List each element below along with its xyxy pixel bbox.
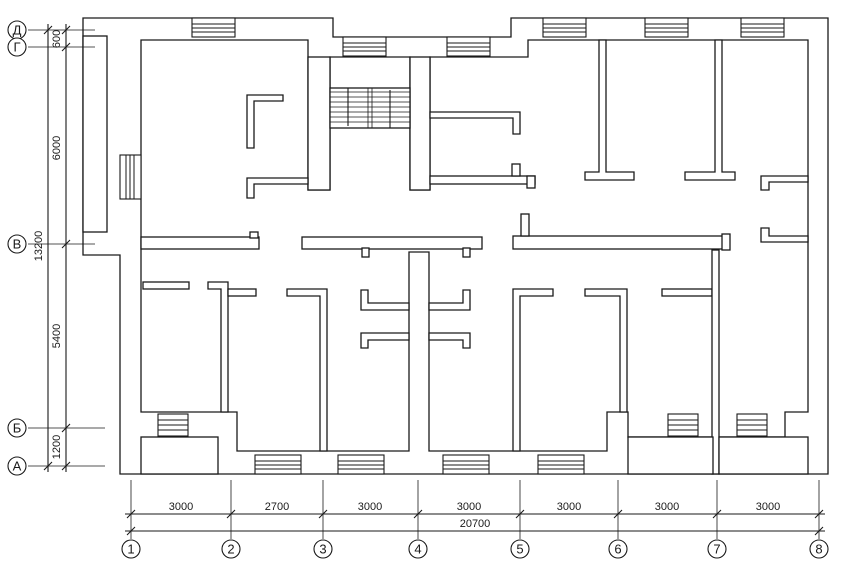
window — [119, 154, 142, 200]
axis-bubble — [7, 418, 27, 438]
dim-bottom-6: 3000 — [655, 501, 679, 513]
axis-bubble — [510, 539, 530, 559]
window — [740, 17, 785, 38]
lower-block-right-2 — [718, 436, 809, 475]
axis-label-8: 8 — [815, 542, 822, 557]
upper-partition-f — [526, 175, 536, 189]
window — [337, 454, 385, 475]
dim-bottom-total: 20700 — [460, 518, 491, 530]
axis-label-6: 6 — [614, 542, 621, 557]
dim-bottom-5: 3000 — [557, 501, 581, 513]
upper-partition-e — [511, 163, 521, 177]
window — [446, 36, 491, 57]
window — [542, 17, 587, 38]
corridor-nub-1 — [249, 231, 259, 239]
axis-bubble — [408, 539, 428, 559]
axis-bubble — [707, 539, 727, 559]
axis-label-G: Г — [13, 40, 20, 55]
upper-partition-d — [429, 175, 536, 185]
dim-bottom-7: 3000 — [756, 501, 780, 513]
upper-partition-a — [246, 94, 284, 149]
dim-bottom-4: 3000 — [457, 501, 481, 513]
upper-partition-j — [760, 227, 809, 243]
upper-partition-c — [429, 111, 521, 135]
corridor-wall-3 — [512, 235, 726, 250]
axis-label-7: 7 — [713, 542, 720, 557]
axis-lines-left — [28, 29, 105, 467]
lower-partition-4 — [286, 288, 328, 452]
axis-bubble — [221, 539, 241, 559]
upper-partition-h — [684, 39, 736, 181]
window — [736, 413, 768, 437]
axis-label-2: 2 — [227, 542, 234, 557]
lower-partition-3 — [227, 288, 257, 297]
dim-lines-left — [43, 24, 71, 472]
lower-partition-12 — [711, 249, 720, 475]
axis-label-5: 5 — [516, 542, 523, 557]
corridor-nub-2 — [361, 247, 370, 258]
window — [667, 413, 699, 437]
dim-lines-bottom — [125, 509, 825, 536]
lower-partition-11 — [661, 288, 713, 297]
dim-left-2: 6000 — [51, 136, 63, 160]
axis-bubble — [7, 234, 27, 254]
lower-partition-1 — [142, 281, 190, 290]
axis-bubble — [7, 37, 27, 57]
dim-bottom-2: 2700 — [265, 501, 289, 513]
stair-wall-left — [307, 56, 331, 191]
axis-label-B: Б — [13, 421, 22, 436]
dim-left-4: 1200 — [51, 435, 63, 459]
lower-partition-10 — [584, 288, 628, 413]
upper-partition-i — [760, 175, 809, 191]
dim-bottom-1: 3000 — [169, 501, 193, 513]
corridor-nub-4 — [520, 213, 530, 237]
lower-partition-2 — [207, 281, 229, 413]
axis-label-V: В — [13, 237, 22, 252]
axis-label-1: 1 — [127, 542, 134, 557]
window — [537, 454, 585, 475]
lower-partition-6 — [360, 332, 410, 349]
corridor-wall-2 — [301, 236, 483, 250]
dim-left-3: 5400 — [51, 324, 63, 348]
corridor-wall-1 — [140, 236, 260, 250]
window — [644, 17, 689, 38]
window — [157, 413, 189, 437]
axis-label-4: 4 — [414, 542, 421, 557]
axis-bubble — [809, 539, 829, 559]
lower-block-left — [140, 436, 219, 475]
axis-bubble — [7, 456, 27, 476]
windows — [119, 17, 785, 475]
lower-block-right-1 — [627, 436, 714, 475]
wall-left-strip — [82, 35, 108, 233]
window — [442, 454, 490, 475]
window — [254, 454, 302, 475]
lower-partition-7 — [428, 289, 471, 311]
upper-partition-g — [584, 39, 635, 181]
window — [191, 17, 236, 38]
dim-left-1: 600 — [51, 30, 63, 48]
upper-partition-b — [246, 177, 309, 199]
lower-partition-9 — [512, 288, 554, 452]
axis-bubble — [608, 539, 628, 559]
axis-lines-bottom — [130, 480, 820, 539]
corridor-nub-5 — [721, 233, 731, 251]
axis-bubble — [121, 539, 141, 559]
lower-partition-8 — [428, 332, 471, 349]
axis-label-D: Д — [13, 23, 22, 38]
window — [342, 36, 387, 57]
lower-partition-5 — [360, 289, 410, 311]
axis-label-3: 3 — [319, 542, 326, 557]
stair-wall-right — [409, 56, 431, 191]
axis-label-A: А — [13, 459, 22, 474]
dim-bottom-3: 3000 — [358, 501, 382, 513]
staircase — [329, 87, 411, 129]
axis-bubble — [313, 539, 333, 559]
corridor-nub-3 — [462, 247, 471, 258]
dim-left-total: 13200 — [33, 231, 45, 262]
